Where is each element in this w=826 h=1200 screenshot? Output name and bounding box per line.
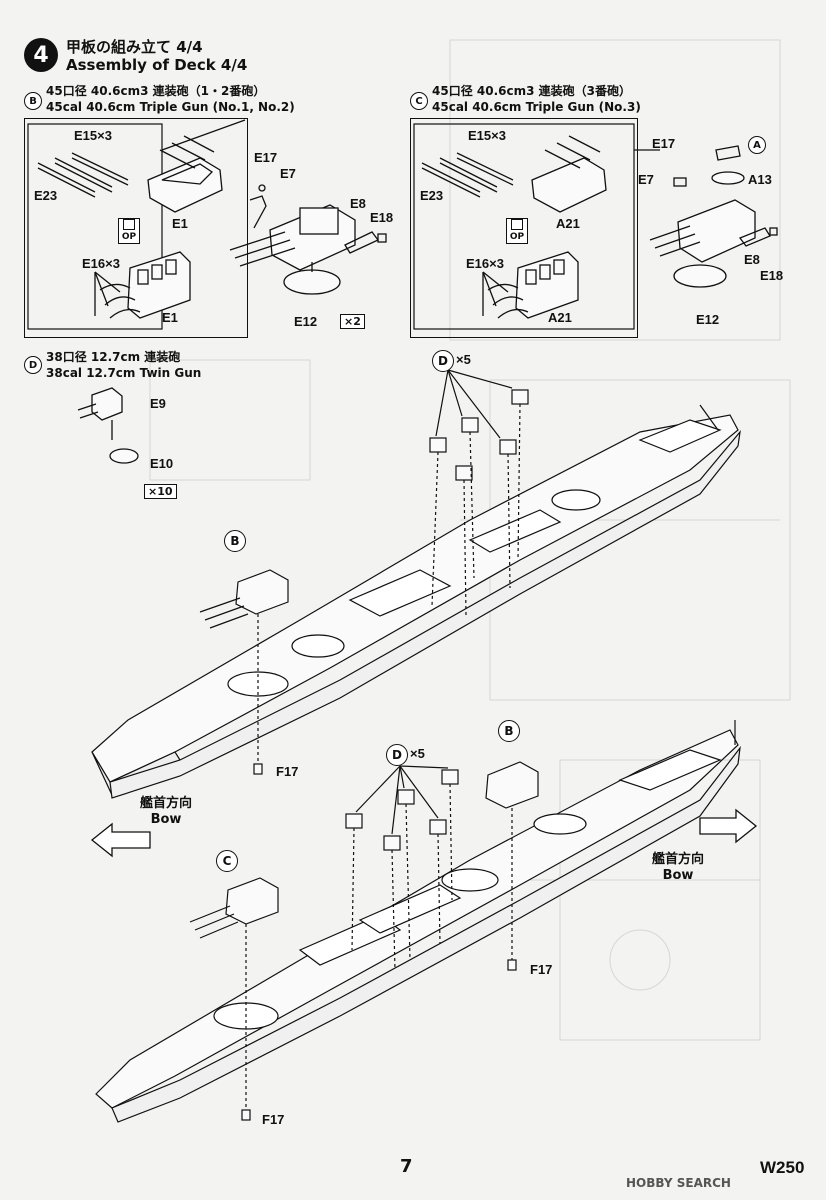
upper-d-count: ×5 [456,352,471,367]
marker-a: A [748,136,766,154]
step-title-jp: 甲板の組み立て 4/4 [66,38,203,56]
panel-d-title-en: 38cal 12.7cm Twin Gun [46,366,202,380]
upper-b-marker: B [224,530,246,552]
panel-b-marker: B [24,92,42,110]
bow-direction-left: 艦首方向 Bow [140,796,192,828]
panel-b-frame [24,118,248,338]
label-e15: E15×3 [74,128,112,143]
label-f17: F17 [262,1112,285,1127]
label-e1-bottom: E1 [162,310,178,325]
panel-d-title-jp: 38口径 12.7cm 連装砲 [46,350,181,364]
step-title-en: Assembly of Deck 4/4 [66,56,248,74]
label-e9: E9 [150,396,166,411]
op-icon: OP [118,218,140,244]
label-e7: E7 [280,166,296,181]
label-f17: F17 [530,962,553,977]
label-e7: E7 [638,172,654,187]
page-number: 7 [400,1156,413,1177]
label-a21-bottom: A21 [548,310,572,325]
panel-c-title-jp: 45口径 40.6cm3 連装砲（3番砲） [432,84,631,98]
label-e23: E23 [420,188,444,203]
bow-direction-right: 艦首方向 Bow [652,852,704,884]
label-e18: E18 [370,210,394,225]
panel-c-frame [410,118,638,338]
panel-b-title-jp: 45口径 40.6cm3 連装砲（1・2番砲） [46,84,266,98]
op-icon: OP [506,218,528,244]
ship-lower-hull [95,720,741,1123]
label-e12: E12 [696,312,720,327]
quantity-badge: ×10 [144,484,177,499]
panel-d-art [77,387,139,464]
upper-d-marker: D [432,350,454,372]
label-f17: F17 [276,764,299,779]
label-e17: E17 [652,136,676,151]
label-e10: E10 [150,456,174,471]
panel-c-art [413,123,778,330]
bow-direction-en: Bow [150,812,182,827]
panel-c-title-en: 45cal 40.6cm Triple Gun (No.3) [432,100,641,114]
bow-arrow-right [699,808,758,844]
bow-direction-jp: 艦首方向 [140,796,193,811]
lower-d-marker: D [386,744,408,766]
label-e18: E18 [760,268,784,283]
bow-direction-jp: 艦首方向 [652,852,705,867]
label-e8: E8 [350,196,366,211]
panel-b-art [27,119,387,330]
label-a13: A13 [748,172,772,187]
panel-b-title-en: 45cal 40.6cm Triple Gun (No.1, No.2) [46,100,295,114]
watermark: HOBBY SEARCH [626,1176,731,1190]
step-number-badge: 4 [24,38,58,72]
label-e8: E8 [744,252,760,267]
ship-upper-hull [91,404,741,799]
label-e15: E15×3 [468,128,506,143]
quantity-badge: ×2 [340,314,365,329]
label-e16: E16×3 [82,256,120,271]
label-e1-top: E1 [172,216,188,231]
label-e16: E16×3 [466,256,504,271]
panel-c-marker: C [410,92,428,110]
lower-c-marker: C [216,850,238,872]
product-code: W250 [760,1158,805,1177]
label-a21-top: A21 [556,216,580,231]
label-e17: E17 [254,150,278,165]
lower-b-marker: B [498,720,520,742]
bow-direction-en: Bow [662,868,694,883]
lower-d-count: ×5 [410,746,425,761]
label-e12: E12 [294,314,318,329]
label-e23: E23 [34,188,58,203]
panel-d-marker: D [24,356,42,374]
bow-arrow-left [90,822,151,858]
